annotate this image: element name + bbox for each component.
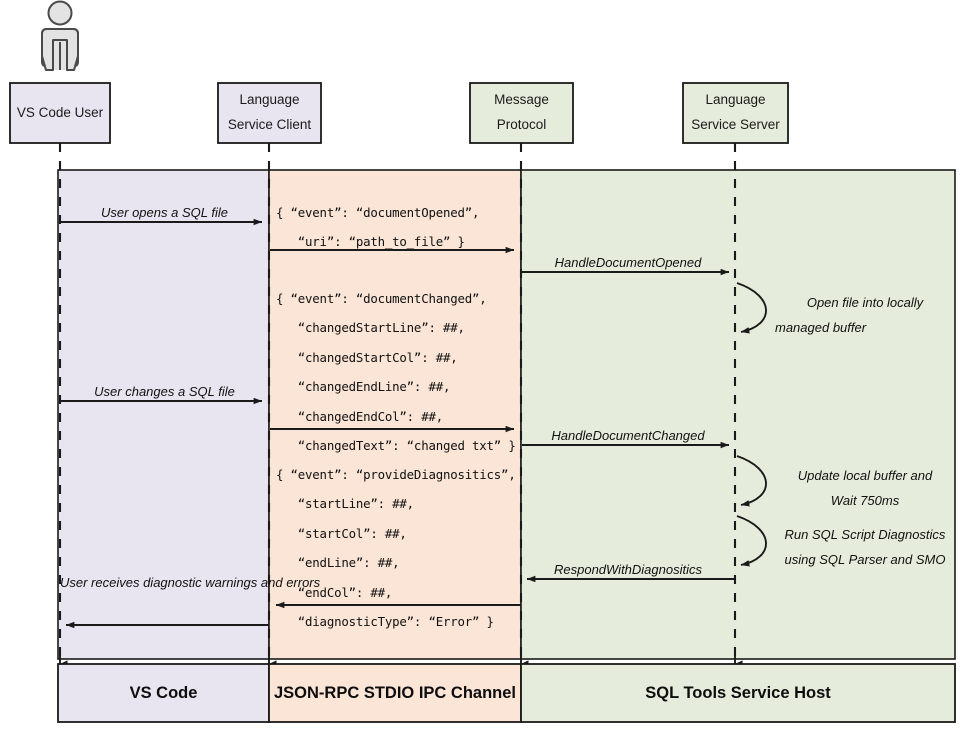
footer-cell-sql-tools bbox=[520, 663, 956, 723]
self-note-update-buffer: Update local buffer and Wait 750ms bbox=[775, 463, 955, 514]
self-note-open-file: Open file into locally managed buffer bbox=[775, 290, 955, 341]
self-note-line2: Wait 750ms bbox=[830, 493, 900, 509]
lifeline-label-message-protocol: Message Protocol bbox=[470, 83, 573, 143]
message-label-handle-document-opened: HandleDocumentOpened bbox=[554, 255, 702, 270]
message-label-user-changes-sql-file: User changes a SQL file bbox=[94, 384, 235, 399]
json-payload-text: { “event”: “provideDiagnositics”, “start… bbox=[276, 467, 516, 629]
lifeline-box-language-service-server bbox=[682, 82, 789, 144]
footer-terminators bbox=[59, 648, 743, 668]
lifeline-label-language-service-server: Language Service Server bbox=[683, 83, 788, 143]
json-payload-provide-diagnositics: { “event”: “provideDiagnositics”, “start… bbox=[276, 460, 516, 636]
json-payload-text: { “event”: “documentChanged”, “changedSt… bbox=[276, 291, 516, 453]
message-label-respond-with-diagnositics: RespondWithDiagnositics bbox=[553, 562, 702, 577]
self-note-line2: using SQL Parser and SMO bbox=[784, 552, 946, 568]
lifeline-label-line: VS Code User bbox=[16, 104, 104, 120]
message-arrows bbox=[60, 218, 735, 629]
lifeline-label-line: Language bbox=[239, 92, 300, 108]
footer-label-vs-code: VS Code bbox=[129, 683, 198, 702]
footer-label-jsonrpc: JSON-RPC STDIO IPC Channel bbox=[273, 683, 517, 702]
message-label-user-opens-sql-file: User opens a SQL file bbox=[101, 205, 228, 220]
band-host bbox=[520, 169, 956, 660]
message-label-line1: User receives diagnostic bbox=[60, 575, 202, 590]
self-note-line1: Update local buffer and bbox=[797, 468, 933, 483]
band-vs-code bbox=[57, 169, 270, 660]
lifeline-label-line: Protocol bbox=[496, 117, 547, 132]
band-ipc bbox=[268, 169, 522, 660]
self-note-line1: Run SQL Script Diagnostics bbox=[784, 527, 946, 542]
swimlane-bands bbox=[57, 169, 956, 660]
lifeline-boxes bbox=[9, 82, 789, 144]
self-loop-update-buffer bbox=[736, 455, 767, 507]
self-note-run-diagnostics: Run SQL Script Diagnostics using SQL Par… bbox=[770, 522, 960, 573]
self-loop-open-file bbox=[736, 282, 767, 334]
footer-label-sql-tools: SQL Tools Service Host bbox=[645, 683, 831, 702]
lifeline-label-line: Service Client bbox=[227, 117, 312, 132]
message-label-user-receives-diagnostics: User receives diagnostic warnings and er… bbox=[60, 570, 320, 595]
lifeline-label-language-service-client: Language Service Client bbox=[218, 83, 321, 143]
self-note-line2: managed buffer bbox=[775, 320, 867, 336]
json-payload-document-opened: { “event”: “documentOpened”, “uri”: “pat… bbox=[276, 198, 479, 257]
footer-bar bbox=[57, 663, 956, 723]
json-payload-text: { “event”: “documentOpened”, “uri”: “pat… bbox=[276, 205, 480, 250]
lifeline-label-line: Language bbox=[705, 92, 766, 108]
person-icon bbox=[41, 0, 79, 71]
lifeline-label-line: Service Server bbox=[691, 117, 780, 132]
message-label-handle-document-changed: HandleDocumentChanged bbox=[551, 428, 705, 443]
lifeline-label-line: Message bbox=[494, 92, 549, 108]
footer-cell-vs-code bbox=[57, 663, 270, 723]
lifelines bbox=[58, 143, 737, 664]
message-label-line2: warnings and errors bbox=[205, 575, 321, 590]
lifeline-label-vs-code-user: VS Code User bbox=[10, 83, 110, 143]
self-note-line1: Open file into locally bbox=[806, 295, 924, 310]
self-call-loops bbox=[736, 282, 767, 567]
lifeline-box-vs-code-user bbox=[9, 82, 111, 144]
self-loop-run-diagnostics bbox=[736, 515, 767, 567]
json-payload-document-changed: { “event”: “documentChanged”, “changedSt… bbox=[276, 284, 516, 460]
